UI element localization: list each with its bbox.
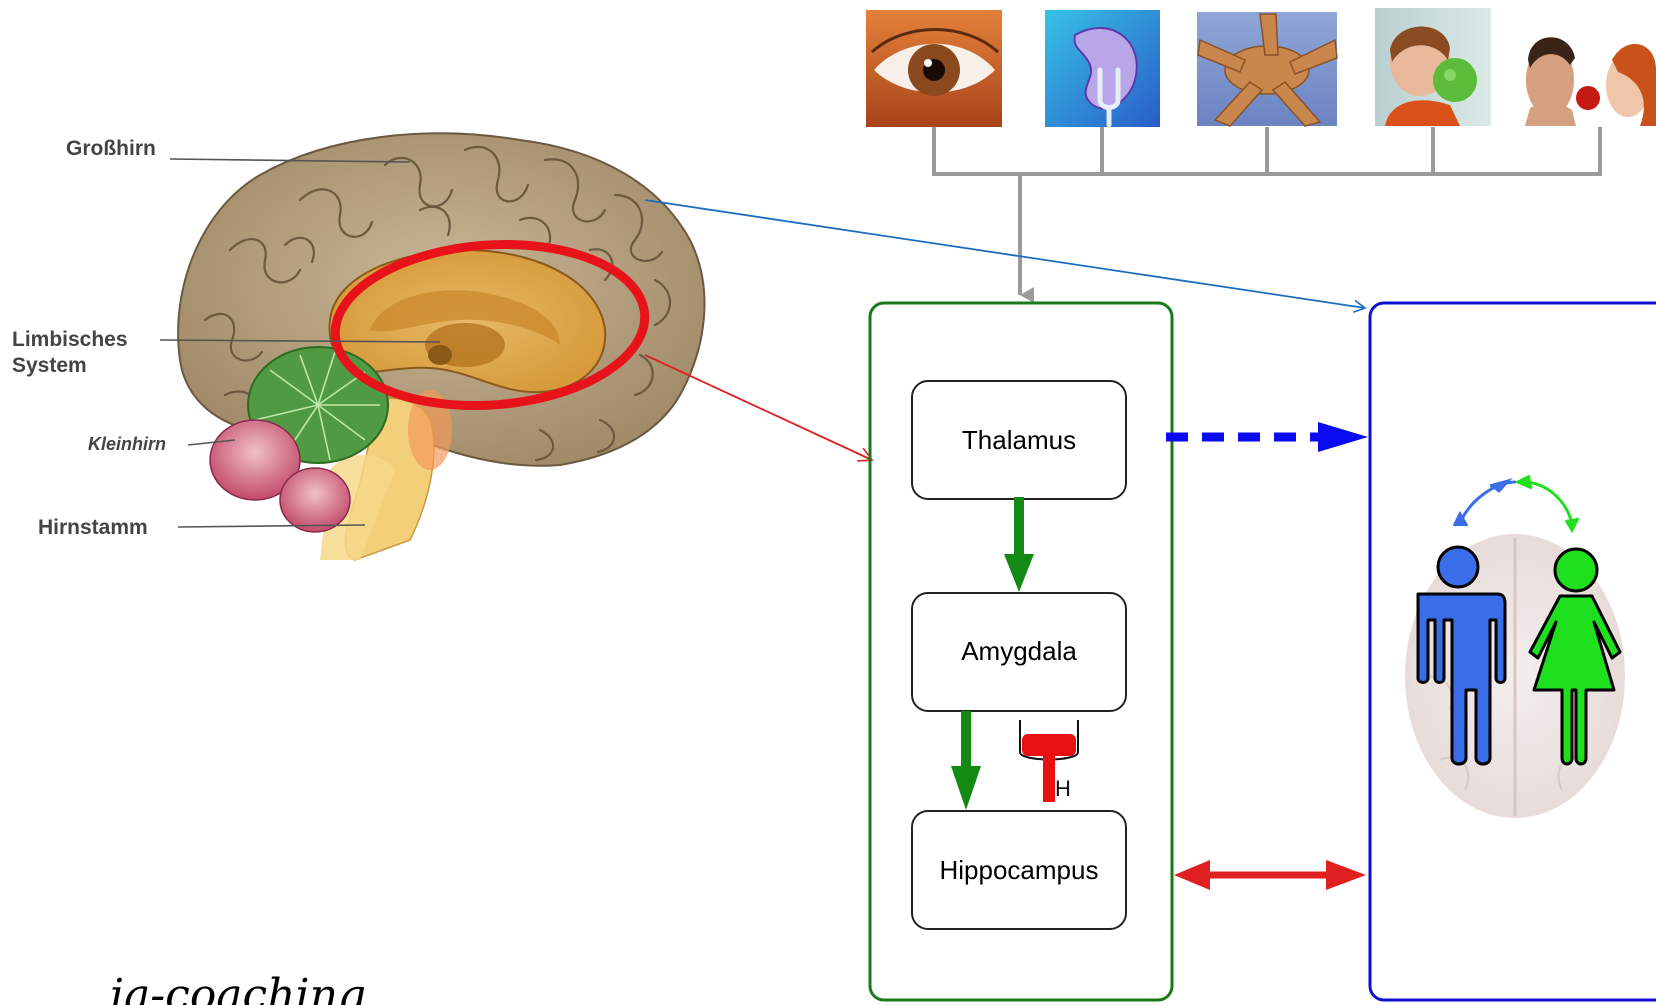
label-hirnstamm: Hirnstamm — [38, 516, 148, 539]
sense-photos — [866, 8, 1656, 128]
thalamus-node: Thalamus — [911, 380, 1127, 500]
cortex-panel — [1368, 301, 1656, 1002]
footer-script-text: ia-coaching — [110, 970, 366, 1005]
label-system: System — [12, 354, 87, 377]
thalamus-to-amygdala-arrow — [1004, 497, 1034, 592]
label-limbisches: Limbisches — [12, 328, 128, 351]
ear-tuning-fork-photo — [1045, 10, 1160, 128]
amygdala-node: Amygdala — [911, 592, 1127, 712]
male-figure-icon — [1416, 545, 1507, 766]
brain-illustration: Großhirn Limbisches System Kleinhirn Hir… — [12, 132, 706, 561]
label-grosshirn: Großhirn — [66, 137, 156, 160]
eye-photo — [866, 10, 1002, 127]
pink-lobe-2 — [279, 467, 351, 533]
amygdala-label: Amygdala — [961, 636, 1077, 666]
limbic-to-panel-arrow — [644, 354, 874, 462]
limbic-highlight-ellipse — [330, 239, 650, 411]
couple-tasting-apple-photo — [1515, 14, 1656, 126]
hands-touch-photo — [1197, 12, 1338, 127]
female-figure-icon — [1528, 547, 1622, 766]
hippocampus-label: Hippocampus — [940, 855, 1099, 885]
thalamus-label: Thalamus — [962, 425, 1076, 455]
child-smelling-apple-photo — [1375, 8, 1491, 126]
inhibitor-mark: H — [1055, 776, 1071, 801]
interaction-curved-arrows — [1452, 474, 1580, 534]
brain-leader-lines — [159, 158, 441, 528]
inhibitor-symbol: H — [1019, 720, 1079, 802]
cerebrum-to-cortex-arrow — [644, 199, 1367, 314]
amygdala-to-hippocampus-arrow — [951, 711, 981, 810]
sense-connector — [932, 127, 1602, 303]
label-kleinhirn: Kleinhirn — [88, 434, 166, 454]
hippocampus-node: Hippocampus — [911, 810, 1127, 930]
limbic-panel — [868, 301, 1174, 1002]
hippocampus-cortex-double-arrow — [1174, 860, 1366, 890]
thalamus-to-cortex-dashed-arrow — [1166, 422, 1368, 452]
